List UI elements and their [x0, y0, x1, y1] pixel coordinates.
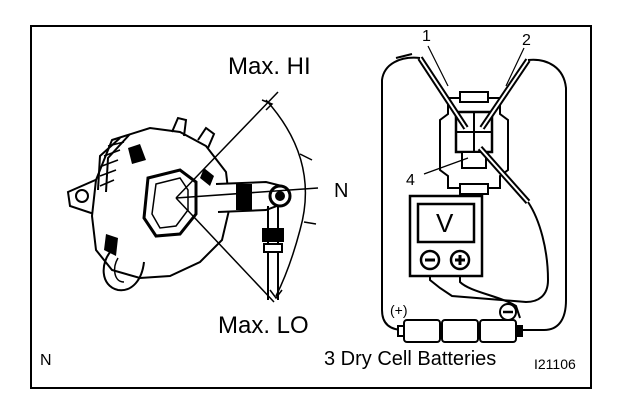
max-lo-label: Max. LO [218, 312, 309, 339]
terminal-4-label: 4 [406, 172, 415, 189]
batteries [397, 319, 530, 343]
figure-id-label: I21106 [534, 356, 576, 372]
connector [439, 91, 509, 195]
circuit-wires [381, 56, 567, 331]
callout-lines [423, 45, 525, 175]
minus-terminal-symbol [499, 303, 517, 321]
indicator-lines [175, 91, 319, 303]
n-corner-label: N [40, 352, 52, 369]
voltmeter [408, 194, 484, 278]
terminal-2-label: 2 [522, 32, 531, 49]
position-arc [261, 99, 317, 300]
neutral-start-switch [66, 116, 292, 300]
batteries-label: 3 Dry Cell Batteries [324, 348, 497, 370]
terminal-1-label: 1 [422, 28, 431, 45]
plus-terminal-label: (+) [390, 302, 408, 318]
n-position-label: N [334, 180, 349, 202]
voltmeter-v-label: V [436, 208, 454, 238]
diagram-frame [30, 25, 592, 389]
probes [395, 53, 531, 204]
max-hi-label: Max. HI [228, 53, 311, 80]
